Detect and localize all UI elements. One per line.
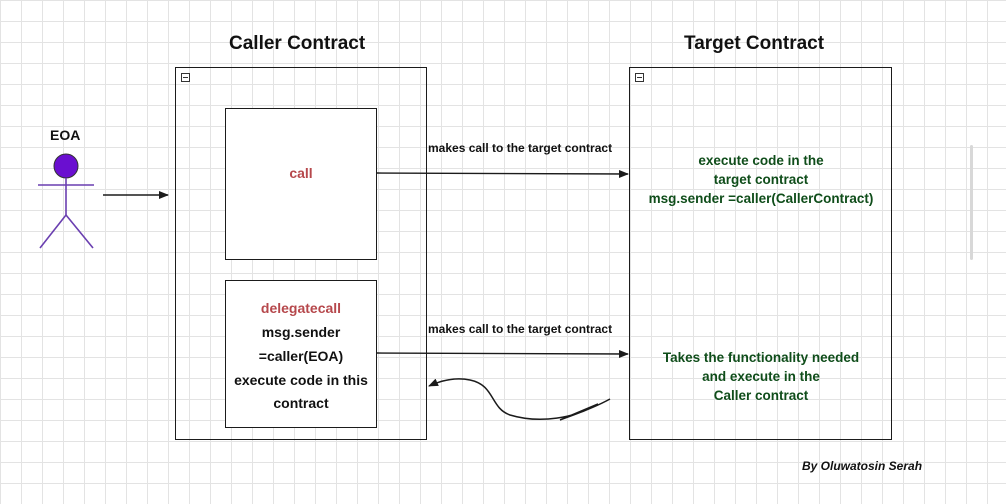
target-functionality-line: Caller contract	[713, 388, 809, 403]
call-label: call	[289, 165, 313, 181]
delegatecall-box[interactable]: delegatecall msg.sender =caller(EOA) exe…	[225, 280, 377, 428]
author-credit: By Oluwatosin Serah	[802, 459, 923, 473]
eoa-actor-icon[interactable]	[38, 153, 94, 249]
top-arrow-label: makes call to the target contract	[428, 141, 613, 155]
target-functionality-text: Takes the functionality needed and execu…	[630, 348, 892, 405]
target-execute-line: execute code in the	[698, 153, 824, 168]
target-functionality-line: Takes the functionality needed	[662, 350, 860, 365]
bottom-arrow-label: makes call to the target contract	[428, 322, 613, 336]
caller-contract-title: Caller Contract	[229, 33, 366, 54]
delegatecall-line: execute code in this	[234, 372, 368, 388]
collapse-icon[interactable]	[181, 73, 190, 82]
target-contract-container[interactable]	[629, 67, 892, 440]
actor-right-leg	[65, 214, 94, 249]
target-execute-line: target contract	[713, 172, 809, 187]
target-functionality-line: and execute in the	[702, 369, 820, 384]
delegatecall-line: =caller(EOA)	[258, 348, 344, 364]
target-execute-line: msg.sender =caller(CallerContract)	[648, 191, 874, 206]
return-curve-arrow	[428, 378, 611, 421]
caller-contract-container[interactable]	[175, 67, 427, 440]
delegatecall-line: contract	[273, 395, 329, 411]
delegatecall-to-target-arrow	[376, 349, 629, 358]
delegatecall-title: delegatecall	[260, 300, 342, 316]
target-execute-text: execute code in the target contract msg.…	[630, 151, 892, 208]
collapse-icon[interactable]	[635, 73, 644, 82]
actor-head	[53, 153, 79, 179]
actor-left-leg	[39, 214, 67, 249]
delegatecall-line: msg.sender	[261, 324, 341, 340]
vertical-scrollbar[interactable]	[970, 145, 973, 260]
call-box[interactable]: call	[225, 108, 377, 260]
eoa-label: EOA	[50, 127, 81, 143]
target-contract-title: Target Contract	[684, 33, 825, 54]
call-to-target-arrow	[376, 169, 629, 178]
